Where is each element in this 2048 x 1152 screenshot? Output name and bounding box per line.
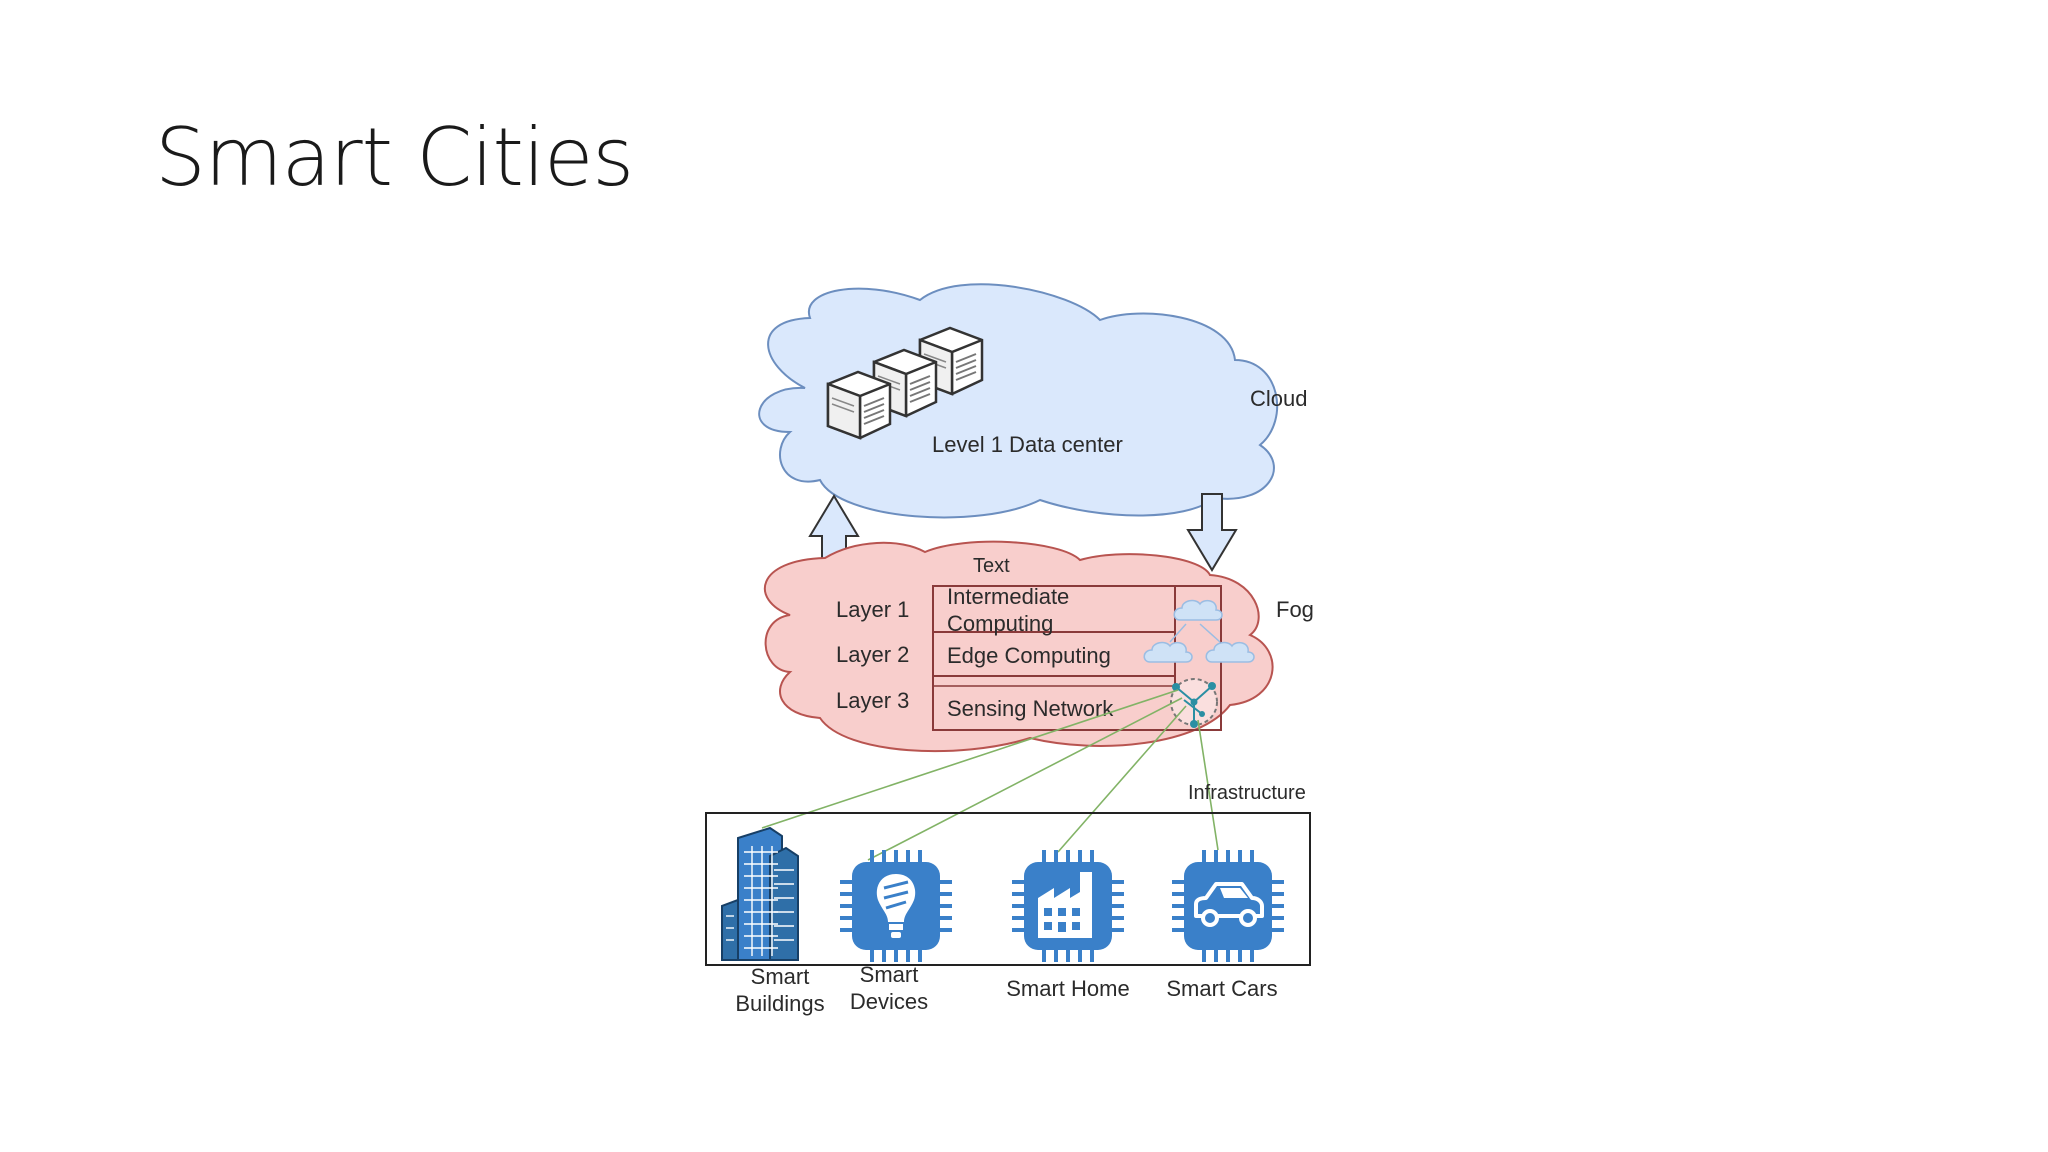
- data-center-label: Level 1 Data center: [932, 432, 1123, 457]
- smart-devices-label-line1: Smart: [860, 962, 919, 987]
- smart-cars-label: Smart Cars: [1166, 976, 1277, 1001]
- sensor-network-icon: [1170, 678, 1218, 728]
- factory-chip-icon: [1010, 848, 1126, 964]
- layer-1-role-line2: Computing: [947, 611, 1053, 636]
- layer-3-role: Sensing Network: [947, 696, 1114, 721]
- infrastructure-box: [705, 812, 1311, 966]
- arrow-down-icon: [1186, 493, 1238, 572]
- cloud-shape: [758, 283, 1279, 519]
- buildings-icon: [721, 826, 799, 961]
- layer-2-role: Edge Computing: [947, 643, 1111, 668]
- layer-1-name: Layer 1: [836, 597, 909, 622]
- slide-title: Smart Cities: [155, 111, 634, 204]
- fog-text-placeholder: Text: [973, 555, 1010, 577]
- fog-cloud-shape: [763, 540, 1274, 753]
- infrastructure-label: Infrastructure: [1188, 782, 1306, 804]
- smart-buildings-label-line1: Smart: [751, 964, 810, 989]
- fog-label: Fog: [1276, 597, 1314, 622]
- smart-devices-label-line2: Devices: [850, 989, 928, 1014]
- layer-2-name: Layer 2: [836, 642, 909, 667]
- smart-home-label: Smart Home: [1006, 976, 1129, 1001]
- cloud-label: Cloud: [1250, 386, 1307, 411]
- network-links: [761, 689, 1219, 861]
- layer-3-name: Layer 3: [836, 688, 909, 713]
- lightbulb-chip-icon: [838, 848, 954, 964]
- layer-1-role-line1: Intermediate: [947, 584, 1069, 609]
- smart-buildings-label-line2: Buildings: [735, 991, 824, 1016]
- car-chip-icon: [1170, 848, 1286, 964]
